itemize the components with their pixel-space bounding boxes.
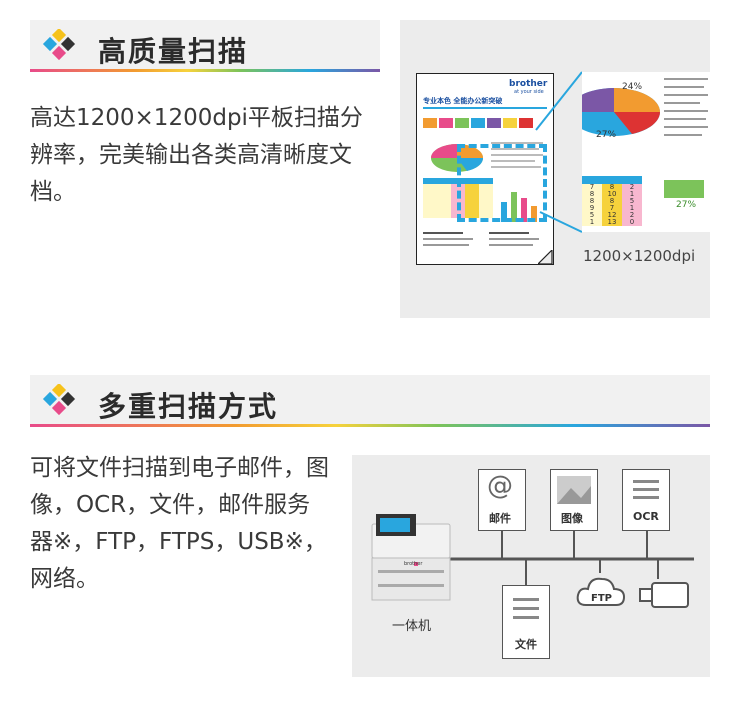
scanned-document: brother at your side 专业本色 全能办公新突破 <box>416 73 554 265</box>
file-text-lines-icon <box>513 598 539 619</box>
ftp-cloud-icon <box>576 577 626 606</box>
email-document: @ 邮件 <box>478 469 526 531</box>
doc-title: 专业本色 全能办公新突破 <box>423 97 503 105</box>
resolution-label: 1200×1200dpi <box>583 247 696 265</box>
doc-footer-lines <box>423 232 539 246</box>
scan-sample-panel: brother at your side 专业本色 全能办公新突破 <box>400 20 710 318</box>
image-label: 图像 <box>561 512 583 525</box>
printer-icon <box>371 514 451 601</box>
device-label: 一体机 <box>392 619 432 634</box>
zoomed-pie-chart <box>582 88 660 136</box>
doc-color-row <box>423 118 533 128</box>
printer-brand: brother <box>404 561 423 567</box>
zoomed-badge-pct: 27% <box>676 200 697 210</box>
section1-title: 高质量扫描 <box>98 35 249 68</box>
section2-header: 多重扫描方式 <box>30 375 710 427</box>
zoom-connector-lines <box>535 71 583 233</box>
section2-title: 多重扫描方式 <box>98 390 279 423</box>
ocr-text-lines-icon <box>633 480 659 499</box>
usb-drive-icon <box>639 582 689 608</box>
image-icon <box>557 476 591 504</box>
zoom-frame <box>457 144 547 222</box>
section1-description: 高达1200×1200dpi平板扫描分辨率，完美输出各类高清晰度文档。 <box>30 105 363 205</box>
email-label: 邮件 <box>489 512 511 525</box>
file-label: 文件 <box>515 638 537 651</box>
section2-description: 可将文件扫描到电子邮件，图像，OCR，文件，邮件服务器※，FTP，FTPS，US… <box>30 455 329 592</box>
zoomed-pie-label-1: 24% <box>622 82 643 92</box>
ftp-label: FTP <box>591 593 612 604</box>
doc-tagline: at your side <box>514 89 544 95</box>
section1-header: 高质量扫描 <box>30 20 380 72</box>
zoomed-pie-label-2: 27% <box>596 130 617 140</box>
diamond-logo-icon <box>42 29 76 61</box>
scan-methods-diagram: brother 一体机 @ 邮件 图像 OCR 文件 FTP <box>352 455 710 677</box>
ocr-label: OCR <box>633 510 659 523</box>
header-gradient-bar <box>30 69 380 72</box>
header-gradient-bar <box>30 424 710 427</box>
image-document: 图像 <box>550 469 598 531</box>
doc-brand: brother <box>509 79 548 89</box>
doc-rule <box>423 107 547 109</box>
zoomed-text-column <box>664 78 708 136</box>
file-document: 文件 <box>502 585 550 659</box>
ocr-document: OCR <box>622 469 670 531</box>
doc-text-lines <box>491 142 543 168</box>
doc-bar-chart <box>501 192 537 222</box>
email-at-icon: @ <box>487 471 513 501</box>
zoomed-badge <box>664 180 704 198</box>
doc-pie-chart <box>431 144 484 172</box>
diamond-logo-icon <box>42 384 76 416</box>
page-corner-fold <box>538 250 553 265</box>
network-lines <box>447 529 694 585</box>
